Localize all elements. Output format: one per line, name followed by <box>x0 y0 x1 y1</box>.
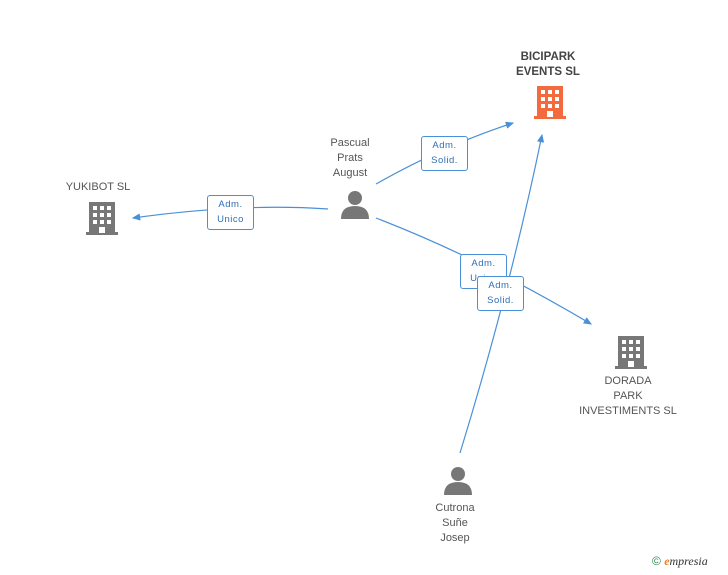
brand-text: mpresia <box>669 554 708 568</box>
node-label-bicipark[interactable]: BICIPARK EVENTS SL <box>516 51 580 78</box>
copyright-icon: © <box>652 554 661 568</box>
edge-label-pascual-bicipark: Adm. Solid. <box>421 136 468 171</box>
building-icon <box>534 86 566 119</box>
node-label-yukibot[interactable]: YUKIBOT SL <box>65 181 131 193</box>
node-label-pascual[interactable]: Pascual Prats August <box>330 137 370 179</box>
person-icon <box>341 191 369 219</box>
edge-label-cutrona-bicipark: Adm. Solid. <box>477 276 524 311</box>
node-label-cutrona[interactable]: Cutrona Suñe Josep <box>435 502 475 544</box>
empresia-logo: © empresia <box>652 554 708 569</box>
edge-label-pascual-yukibot: Adm. Unico <box>207 195 254 230</box>
person-icon <box>444 467 472 495</box>
building-icon <box>615 336 647 369</box>
brand-e: e <box>664 554 670 568</box>
building-icon <box>86 202 118 235</box>
node-label-dorada[interactable]: DORADA PARK INVESTIMENTS SL <box>579 375 677 417</box>
